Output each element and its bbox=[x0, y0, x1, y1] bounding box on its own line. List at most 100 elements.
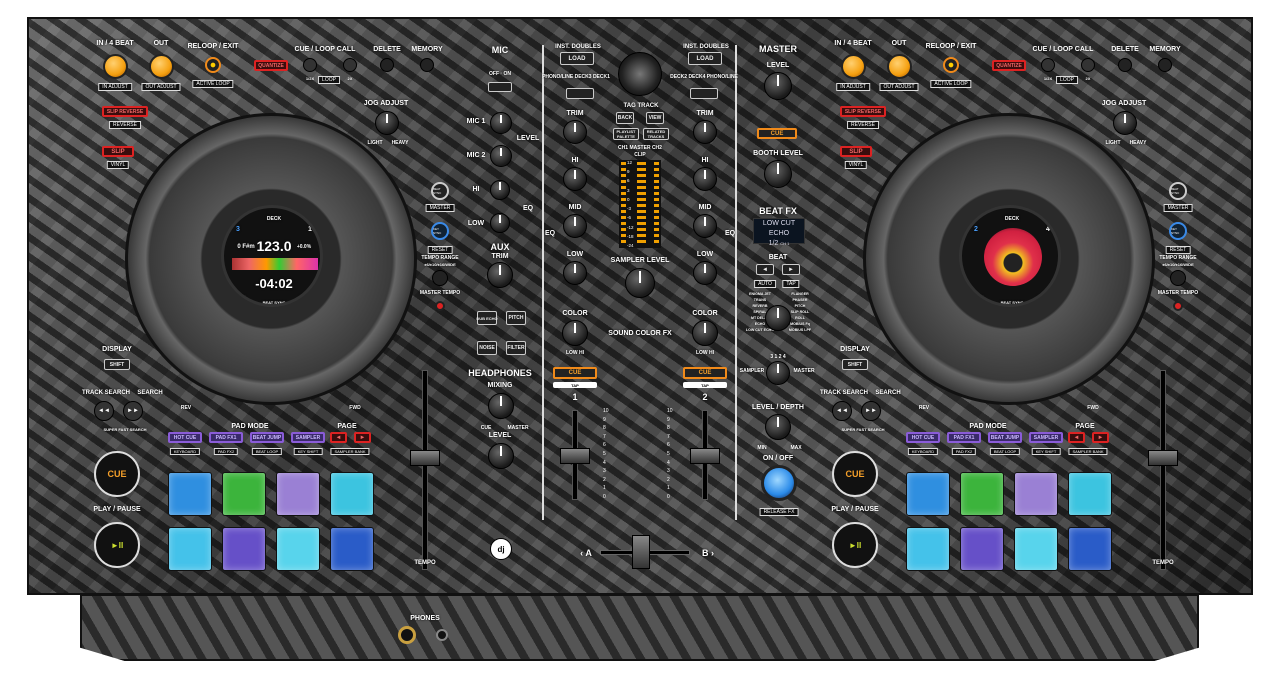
master-tempo-button[interactable] bbox=[1173, 301, 1183, 311]
fx-select-knob[interactable] bbox=[765, 305, 791, 331]
performance-pad-3[interactable] bbox=[276, 472, 320, 516]
low-knob-ch2[interactable] bbox=[693, 261, 717, 285]
tempo-range-button[interactable] bbox=[1170, 270, 1186, 286]
in-button[interactable] bbox=[841, 54, 866, 79]
master-cue-button[interactable]: CUE bbox=[757, 128, 797, 139]
memory-button[interactable] bbox=[420, 58, 434, 72]
low-knob-ch1[interactable] bbox=[563, 261, 587, 285]
page-prev-button[interactable]: ◄ bbox=[1068, 432, 1085, 443]
cue-loop-call-left-button[interactable] bbox=[1041, 58, 1055, 72]
play-pause-button[interactable]: ►II bbox=[94, 522, 140, 568]
cue-loop-call-right-button[interactable] bbox=[1081, 58, 1095, 72]
pad-mode-pad-fx1-button[interactable]: PAD FX1 bbox=[947, 432, 981, 443]
mic2-level-knob[interactable] bbox=[490, 145, 512, 167]
performance-pad-2[interactable] bbox=[222, 472, 266, 516]
shift-button[interactable]: SHIFT bbox=[842, 359, 868, 370]
pad-mode-beat-jump-button[interactable]: BEAT JUMP bbox=[250, 432, 284, 443]
beat-sync-button[interactable]: BEAT SYNC bbox=[431, 182, 449, 200]
mic-low-knob[interactable] bbox=[490, 213, 510, 233]
noise-fx-button[interactable]: NOISE bbox=[477, 341, 497, 355]
performance-pad-3[interactable] bbox=[1014, 472, 1058, 516]
delete-button[interactable] bbox=[380, 58, 394, 72]
back-button[interactable]: BACK bbox=[616, 112, 634, 124]
mic-switch[interactable] bbox=[488, 82, 512, 92]
pad-mode-beat-jump-button[interactable]: BEAT JUMP bbox=[988, 432, 1022, 443]
trim-knob-ch2[interactable] bbox=[693, 120, 717, 144]
performance-pad-7[interactable] bbox=[276, 527, 320, 571]
cue-button[interactable]: CUE bbox=[94, 451, 140, 497]
cue-loop-call-left-button[interactable] bbox=[303, 58, 317, 72]
master-button[interactable]: MASTER bbox=[1163, 204, 1193, 212]
page-prev-button[interactable]: ◄ bbox=[330, 432, 347, 443]
jog-wheel[interactable] bbox=[863, 113, 1155, 405]
browse-rotary-knob[interactable] bbox=[618, 52, 662, 96]
performance-pad-4[interactable] bbox=[1068, 472, 1112, 516]
beat-left-button[interactable]: ◄ bbox=[756, 264, 774, 275]
pad-mode-sampler-button[interactable]: SAMPLER bbox=[291, 432, 325, 443]
related-tracks-button[interactable]: RELATED TRACKS bbox=[643, 128, 669, 140]
slip-reverse-button[interactable]: SLIP REVERSE bbox=[840, 106, 886, 117]
master-tempo-button[interactable] bbox=[435, 301, 445, 311]
tempo-fader-handle[interactable] bbox=[1148, 450, 1178, 466]
headphones-mixing-knob[interactable] bbox=[488, 393, 514, 419]
source-left-switch[interactable] bbox=[566, 88, 594, 99]
performance-pad-2[interactable] bbox=[960, 472, 1004, 516]
pitch-fx-button[interactable]: PITCH bbox=[506, 311, 526, 325]
performance-pad-5[interactable] bbox=[906, 527, 950, 571]
mic1-level-knob[interactable] bbox=[490, 112, 512, 134]
color-knob-ch2[interactable] bbox=[692, 320, 718, 346]
crossfader-handle[interactable] bbox=[632, 535, 650, 569]
performance-pad-6[interactable] bbox=[222, 527, 266, 571]
level-depth-knob[interactable] bbox=[765, 414, 791, 440]
page-next-button[interactable]: ► bbox=[354, 432, 371, 443]
performance-pad-7[interactable] bbox=[1014, 527, 1058, 571]
fx-channel-select-knob[interactable] bbox=[766, 361, 790, 385]
playlist-palette-button[interactable]: PLAYLIST PALETTE bbox=[613, 128, 639, 140]
fx-on-off-button[interactable] bbox=[761, 465, 797, 501]
performance-pad-8[interactable] bbox=[330, 527, 374, 571]
booth-level-knob[interactable] bbox=[764, 160, 792, 188]
mid-knob-ch2[interactable] bbox=[693, 214, 717, 238]
phones-jack-mini[interactable] bbox=[436, 629, 448, 641]
filter-fx-button[interactable]: FILTER bbox=[506, 341, 526, 355]
quantize-button[interactable]: QUANTIZE bbox=[254, 60, 288, 71]
delete-button[interactable] bbox=[1118, 58, 1132, 72]
pad-mode-hot-cue-button[interactable]: HOT CUE bbox=[906, 432, 940, 443]
pad-mode-pad-fx1-button[interactable]: PAD FX1 bbox=[209, 432, 243, 443]
performance-pad-8[interactable] bbox=[1068, 527, 1112, 571]
quantize-button[interactable]: QUANTIZE bbox=[992, 60, 1026, 71]
cue-button-ch2[interactable]: CUE bbox=[683, 367, 727, 379]
headphones-level-knob[interactable] bbox=[488, 443, 514, 469]
tempo-range-button[interactable] bbox=[432, 270, 448, 286]
reset-button[interactable]: RESET bbox=[427, 246, 453, 254]
beat-sync-button[interactable]: BEAT SYNC bbox=[1169, 182, 1187, 200]
pad-mode-sampler-button[interactable]: SAMPLER bbox=[1029, 432, 1063, 443]
cue-button-ch1[interactable]: CUE bbox=[553, 367, 597, 379]
tempo-fader-handle[interactable] bbox=[410, 450, 440, 466]
play-pause-button[interactable]: ►II bbox=[832, 522, 878, 568]
out-button[interactable] bbox=[149, 54, 174, 79]
search-back-button[interactable]: ◄◄ bbox=[94, 401, 114, 421]
performance-pad-5[interactable] bbox=[168, 527, 212, 571]
out-button[interactable] bbox=[887, 54, 912, 79]
jog-adjust-knob[interactable] bbox=[1113, 111, 1137, 135]
page-next-button[interactable]: ► bbox=[1092, 432, 1109, 443]
performance-pad-6[interactable] bbox=[960, 527, 1004, 571]
color-knob-ch1[interactable] bbox=[562, 320, 588, 346]
dub-echo-button[interactable]: DUB ECHO bbox=[476, 311, 498, 325]
slip-reverse-button[interactable]: SLIP REVERSE bbox=[102, 106, 148, 117]
search-back-button[interactable]: ◄◄ bbox=[832, 401, 852, 421]
hi-knob-ch1[interactable] bbox=[563, 167, 587, 191]
performance-pad-1[interactable] bbox=[906, 472, 950, 516]
pad-mode-hot-cue-button[interactable]: HOT CUE bbox=[168, 432, 202, 443]
channel-fader-handle-ch2[interactable] bbox=[690, 448, 720, 464]
in-button[interactable] bbox=[103, 54, 128, 79]
master-button[interactable]: MASTER bbox=[425, 204, 455, 212]
mid-knob-ch1[interactable] bbox=[563, 214, 587, 238]
phones-jack-large[interactable] bbox=[398, 626, 416, 644]
search-forward-button[interactable]: ►► bbox=[123, 401, 143, 421]
cue-loop-call-right-button[interactable] bbox=[343, 58, 357, 72]
cue-button[interactable]: CUE bbox=[832, 451, 878, 497]
hi-knob-ch2[interactable] bbox=[693, 167, 717, 191]
sampler-level-knob[interactable] bbox=[625, 268, 655, 298]
